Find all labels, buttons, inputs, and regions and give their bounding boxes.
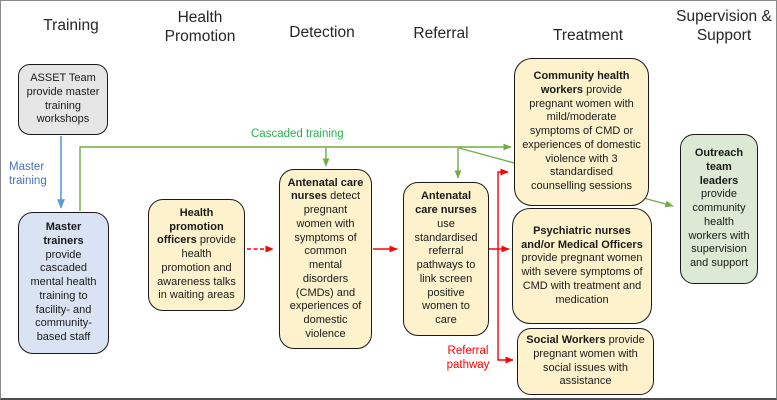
- column-header-training: Training: [43, 17, 99, 34]
- box-social-workers: Social Workers provide pregnant women wi…: [517, 328, 654, 395]
- box-title: Master trainers: [43, 221, 84, 247]
- column-header-detection: Detection: [289, 24, 355, 41]
- box-title: Outreach team leaders: [694, 147, 744, 187]
- box-body: detect pregnant women with symptoms of c…: [289, 190, 362, 340]
- box-master-trainers: Master trainers provide cascaded mental …: [18, 212, 109, 354]
- box-outreach-team-leaders: Outreach team leaders provide community …: [680, 134, 758, 284]
- box-title: Social Workers: [526, 334, 606, 346]
- box-title: Antenatal care nurses: [415, 190, 477, 216]
- box-body: use standardised referral pathways to li…: [414, 217, 478, 326]
- label-referral-pathway: Referral pathway: [446, 345, 490, 371]
- box-body: ASSET Team provide master training works…: [26, 72, 100, 126]
- box-body: provide community health workers with su…: [688, 188, 750, 270]
- label-cascaded-training: Cascaded training: [251, 128, 344, 140]
- box-asset-team: ASSET Team provide master training works…: [18, 64, 108, 135]
- column-header-referral: Referral: [413, 25, 469, 42]
- column-header-supervision-support: Supervision & Support: [676, 8, 772, 44]
- box-health-promotion-officers: Health promotion officers provide health…: [148, 199, 245, 311]
- box-antenatal-nurses-detect: Antenatal care nurses detect pregnant wo…: [279, 169, 372, 349]
- box-body: provide health promotion and awareness t…: [157, 234, 236, 302]
- label-master-training: Master training: [9, 161, 47, 187]
- box-body: provide pregnant women with severe sympt…: [521, 252, 643, 306]
- column-header-health-promotion: Health Promotion: [164, 9, 236, 45]
- box-community-health-workers: Community health workers provide pregnan…: [514, 58, 649, 206]
- box-antenatal-nurses-refer: Antenatal care nurses use standardised r…: [403, 182, 489, 336]
- box-psychiatric-nurses-medical-officers: Psychiatric nurses and/or Medical Office…: [512, 208, 652, 324]
- box-body: provide pregnant women with mild/moderat…: [522, 83, 641, 193]
- column-header-treatment: Treatment: [552, 27, 624, 44]
- box-title: Community health workers: [533, 70, 630, 96]
- box-title: Psychiatric nurses and/or Medical Office…: [521, 224, 643, 251]
- box-body: provide cascaded mental health training …: [30, 248, 97, 344]
- box-body: provide pregnant women with social issue…: [533, 334, 645, 388]
